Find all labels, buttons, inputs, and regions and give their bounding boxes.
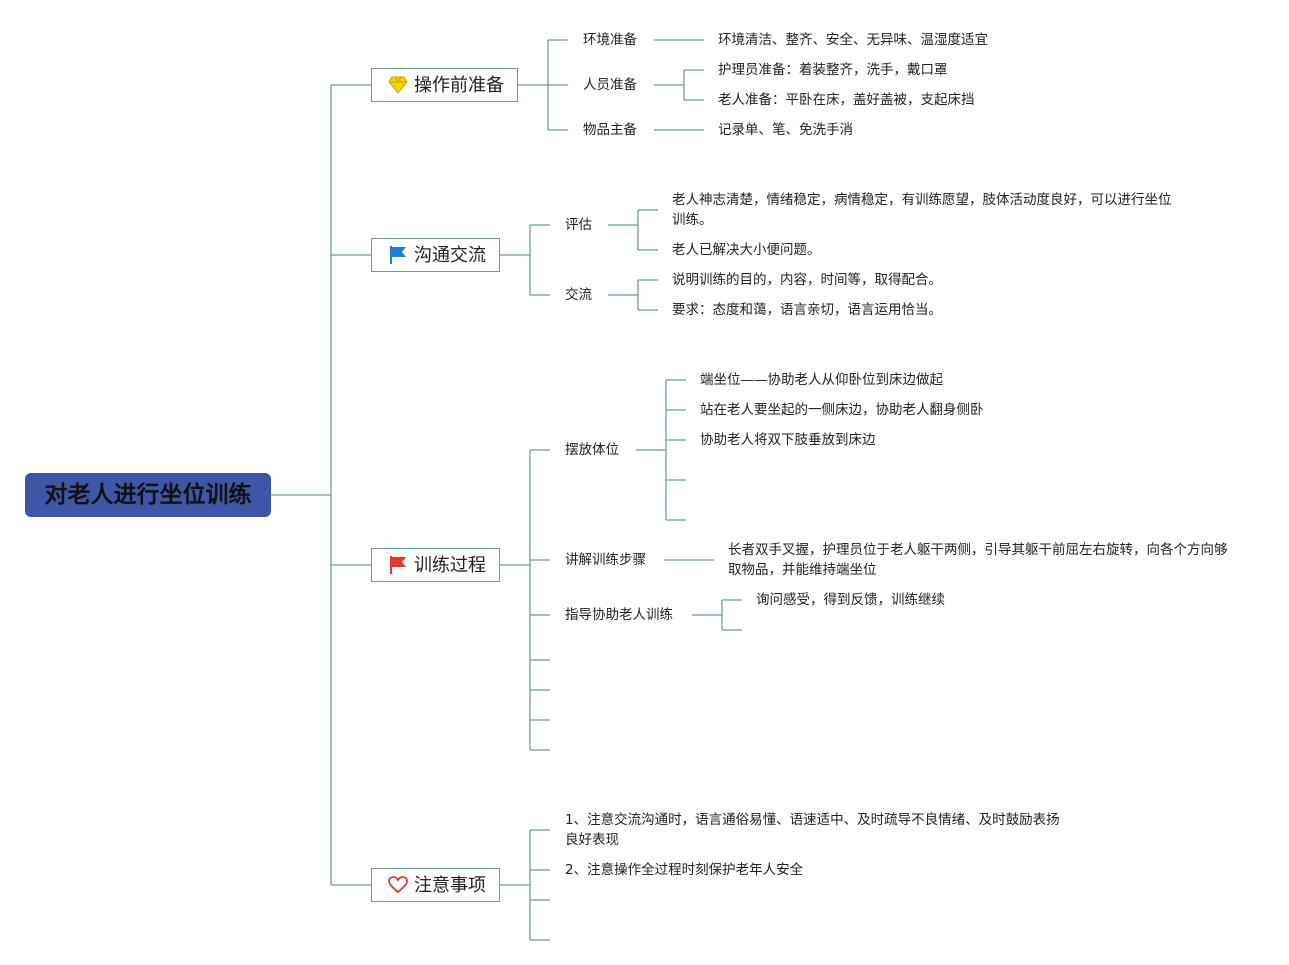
detail-text[interactable]: 老人准备：平卧在床，盖好盖被，支起床挡 [718,92,975,108]
detail-text[interactable]: 记录单、笔、免洗手消 [718,122,853,138]
heart-icon [388,876,408,894]
detail-text[interactable]: 长者双手叉握，护理员位于老人躯干两侧，引导其躯干前屈左右旋转，向各个方向够取物品… [728,542,1228,578]
topic-guide-training[interactable]: 指导协助老人训练 [565,607,673,623]
topic-items[interactable]: 物品主备 [583,122,637,138]
branch-label: 沟通交流 [414,244,486,266]
branch-label: 注意事项 [414,874,486,896]
detail-text[interactable]: 老人神志清楚，情绪稳定，病情稳定，有训练愿望，肢体活动度良好，可以进行坐位训练。 [672,192,1172,228]
topic-exchange[interactable]: 交流 [565,287,592,303]
topic-personnel[interactable]: 人员准备 [583,77,637,93]
detail-text[interactable]: 环境清洁、整齐、安全、无异味、温湿度适宜 [718,32,988,48]
topic-environment[interactable]: 环境准备 [583,32,637,48]
note-text[interactable]: 2、注意操作全过程时刻保护老年人安全 [565,862,804,878]
blue-flag-icon [390,246,406,264]
detail-text[interactable]: 站在老人要坐起的一侧床边，协助老人翻身侧卧 [700,402,984,418]
diamond-icon [388,76,408,94]
branch-pre-operation[interactable]: 操作前准备 [371,68,518,102]
topic-explain-steps[interactable]: 讲解训练步骤 [565,552,646,568]
topic-assessment[interactable]: 评估 [565,217,592,233]
branch-label: 操作前准备 [414,74,504,96]
note-text[interactable]: 1、注意交流沟通时，语言通俗易懂、语速适中、及时疏导不良情绪、及时鼓励表扬良好表… [565,812,1060,848]
detail-text[interactable]: 端坐位——协助老人从仰卧位到床边做起 [700,372,943,388]
detail-text[interactable]: 护理员准备：着装整齐，洗手，戴口罩 [718,62,948,78]
red-flag-icon [390,556,406,574]
detail-text[interactable]: 要求：态度和蔼，语言亲切，语言运用恰当。 [672,302,942,318]
root-topic[interactable]: 对老人进行坐位训练 [25,473,271,517]
detail-text[interactable]: 说明训练的目的，内容，时间等，取得配合。 [672,272,942,288]
branch-label: 训练过程 [414,554,486,576]
detail-text[interactable]: 协助老人将双下肢垂放到床边 [700,432,876,448]
topic-positioning[interactable]: 摆放体位 [565,442,619,458]
detail-text[interactable]: 老人已解决大小便问题。 [672,242,821,258]
branch-communication[interactable]: 沟通交流 [371,238,500,272]
branch-training-process[interactable]: 训练过程 [371,548,500,582]
branch-precautions[interactable]: 注意事项 [371,868,500,902]
detail-text[interactable]: 询问感受，得到反馈，训练继续 [756,592,945,608]
